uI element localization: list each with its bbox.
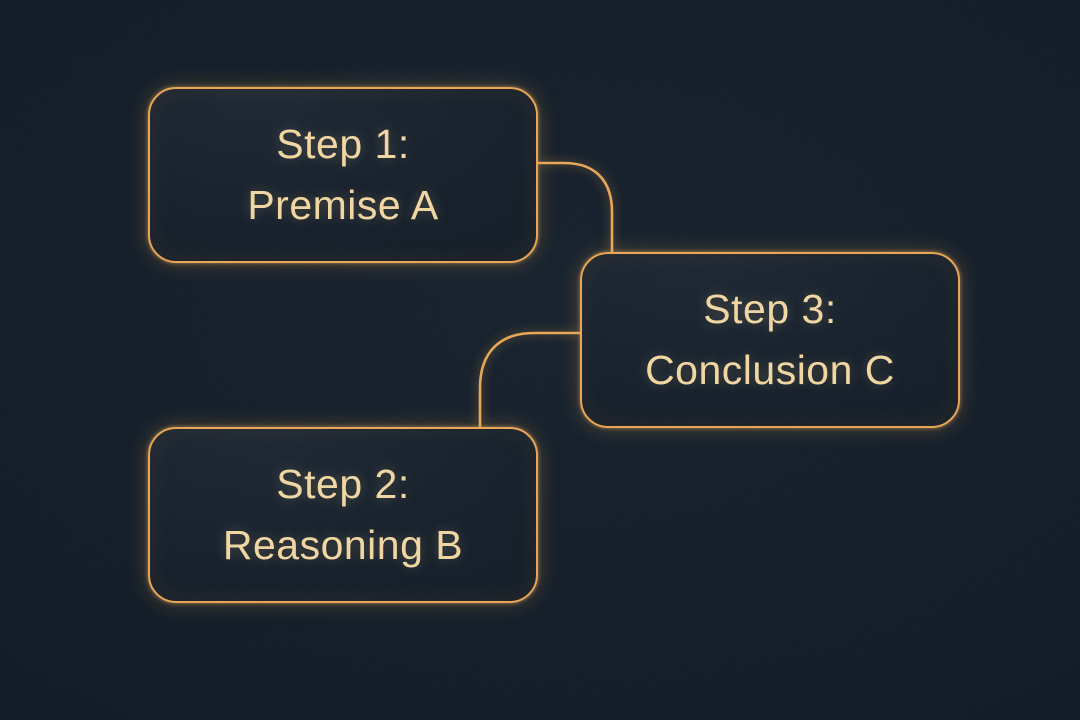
node-step2-line2: Reasoning B [222, 522, 464, 568]
edge-step1-to-step3 [538, 161, 614, 253]
node-step1-line1: Step 1: [276, 121, 410, 167]
node-step1-premise-a: Step 1: Premise A [148, 87, 538, 263]
node-step2-line1: Step 2: [276, 461, 410, 507]
edge-step2-to-step3 [478, 331, 581, 427]
node-step1-line2: Premise A [247, 182, 439, 228]
node-step2-reasoning-b: Step 2: Reasoning B [148, 427, 538, 603]
node-step3-conclusion-c: Step 3: Conclusion C [580, 252, 960, 428]
node-step3-line1: Step 3: [703, 286, 837, 332]
node-step3-line2: Conclusion C [645, 347, 895, 393]
